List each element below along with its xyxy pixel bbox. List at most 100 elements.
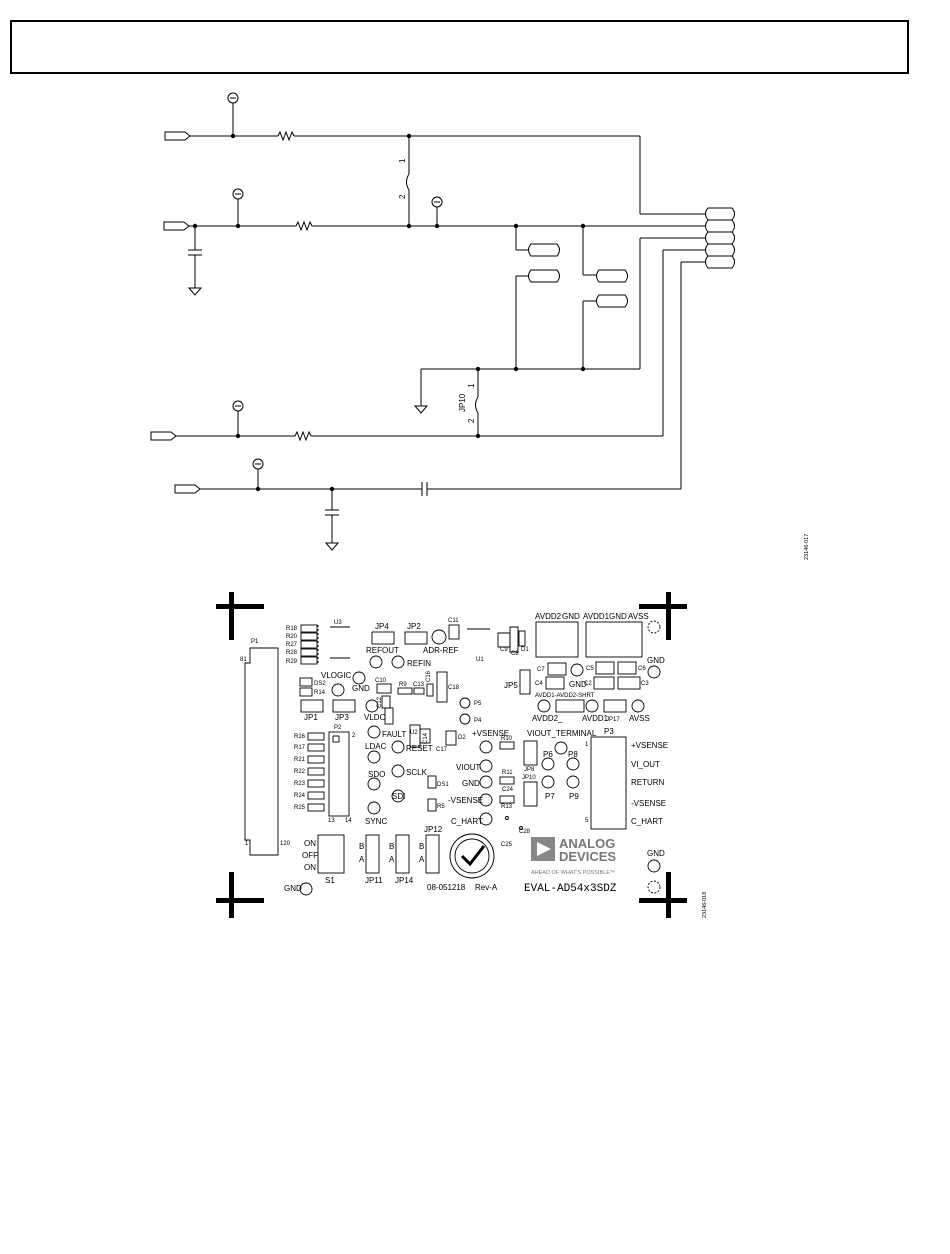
net-label-3 (596, 269, 628, 283)
p2-header (328, 731, 350, 817)
label-p2-pin: 2 (352, 733, 356, 739)
label-c12: C12 (377, 696, 383, 708)
logo-text-analog: ANALOG (559, 836, 615, 851)
label-c5: C5 (586, 666, 594, 672)
label-refout: REFOUT (366, 646, 399, 655)
net-label-4 (596, 294, 628, 308)
jumper-pos-a: A (389, 855, 395, 864)
label-r20: R20 (286, 634, 298, 640)
jp1 (300, 699, 324, 713)
switch-label-on: ON (304, 863, 316, 872)
label-c16: C16 (426, 670, 432, 682)
label-gnd: GND (647, 656, 665, 665)
label-r14: R14 (314, 690, 326, 696)
avdd2-terminal (535, 621, 579, 658)
label-viout-terminal: VIOUT_TERMINAL (527, 729, 597, 738)
label-p7: P7 (545, 792, 555, 801)
label-d1: D1 (521, 647, 529, 653)
board-labels: R18 R20 R27 R28 R29 U3 P1 81 1 120 JP4 J… (240, 612, 668, 895)
port-connector-4 (174, 484, 201, 494)
label-r18: R18 (286, 626, 298, 632)
label-jp17: JP17 (606, 717, 620, 723)
terminal-label-return: RETURN (631, 778, 665, 787)
label-d2: D2 (458, 735, 466, 741)
label-vldo: VLDO (364, 713, 386, 722)
label-r5: R5 (437, 804, 445, 810)
jumper-pos-b: B (359, 842, 364, 851)
label-r23: R23 (294, 781, 306, 787)
port-connector-1 (164, 131, 191, 141)
pin-label: 2 (467, 418, 476, 423)
label-p4: P4 (474, 718, 482, 724)
u3-outline (330, 626, 350, 659)
label-gnd: GND (609, 612, 627, 621)
label-r27: R27 (286, 642, 298, 648)
label-c18: C18 (448, 685, 460, 691)
p3-terminal (590, 736, 627, 830)
ground-symbol-1 (187, 287, 203, 296)
label-jp10: JP10 (522, 775, 536, 781)
logo-tagline: AHEAD OF WHAT'S POSSIBLE™ (531, 870, 615, 876)
label-p2-pin: 13 (328, 818, 335, 824)
test-point-5 (252, 458, 264, 470)
ground-symbol-2 (413, 405, 429, 414)
label-p2-pin: 14 (345, 818, 352, 824)
terminal-label-c-hart: C_HART (631, 817, 663, 826)
label-p1-pin: 1 (245, 841, 249, 847)
label-jp2: JP2 (407, 622, 421, 631)
label-ldac: LDAC (365, 742, 387, 751)
label-r25: R25 (294, 805, 306, 811)
label-jp4: JP4 (375, 622, 389, 631)
label-c3: C3 (641, 681, 649, 687)
label-refin: REFIN (407, 659, 431, 668)
label-sdi: SDI (392, 792, 405, 801)
label-c11: C11 (448, 618, 459, 624)
net-label-2 (528, 269, 560, 283)
label-avdd-short: AVDD1-AVDD2-SHRT (535, 693, 595, 699)
test-point-3 (431, 196, 443, 208)
p1-connector (244, 647, 279, 856)
label-jp3: JP3 (335, 713, 349, 722)
label-p1: P1 (251, 639, 259, 645)
label-p1-pin: 120 (280, 841, 291, 847)
label-jp5: JP5 (504, 681, 518, 690)
label-r28: R28 (286, 650, 298, 656)
connector-pin-5 (705, 255, 735, 269)
label-r13: R13 (501, 804, 513, 810)
ground-symbol-3 (324, 542, 340, 551)
label-gnd: GND (647, 849, 665, 858)
label-r11: R11 (502, 770, 513, 776)
label-c2: C2 (584, 681, 592, 687)
label-c24: C24 (502, 787, 514, 793)
test-point-2 (232, 188, 244, 200)
label-avdd1: AVDD1 (583, 612, 610, 621)
label-c28: C28 (519, 829, 531, 835)
jumper-pos-b: B (389, 842, 394, 851)
label-r16: R16 (294, 734, 306, 740)
label-c8: C8 (511, 651, 519, 657)
port-connector-3 (150, 431, 177, 441)
label-gnd: GND (352, 684, 370, 693)
jumper-pos-a: A (359, 855, 365, 864)
jumper-jp10 (475, 396, 479, 414)
label-ds1: DS1 (437, 782, 449, 788)
label-gnd: GND (569, 680, 587, 689)
label-u3: U3 (334, 620, 342, 626)
label-c10: C10 (375, 678, 387, 684)
label-avdd2: AVDD2 (535, 612, 562, 621)
board-number: 08-051218 (427, 883, 466, 892)
label-avss: AVSS (628, 612, 649, 621)
label-r24: R24 (294, 793, 306, 799)
avdd1-terminal (585, 621, 643, 658)
page-header-box (10, 20, 909, 74)
label-adr-ref: ADR-REF (423, 646, 459, 655)
terminal-label-vi-out: VI_OUT (631, 760, 660, 769)
jumper-label: JP10 (458, 393, 467, 412)
board-name: EVAL-AD54x3SDZ (524, 883, 617, 895)
label-gnd: GND (462, 779, 480, 788)
label-p2: P2 (334, 725, 342, 731)
label-r10: R10 (501, 736, 513, 742)
resistor-3 (294, 430, 312, 442)
label-jp1: JP1 (304, 713, 318, 722)
